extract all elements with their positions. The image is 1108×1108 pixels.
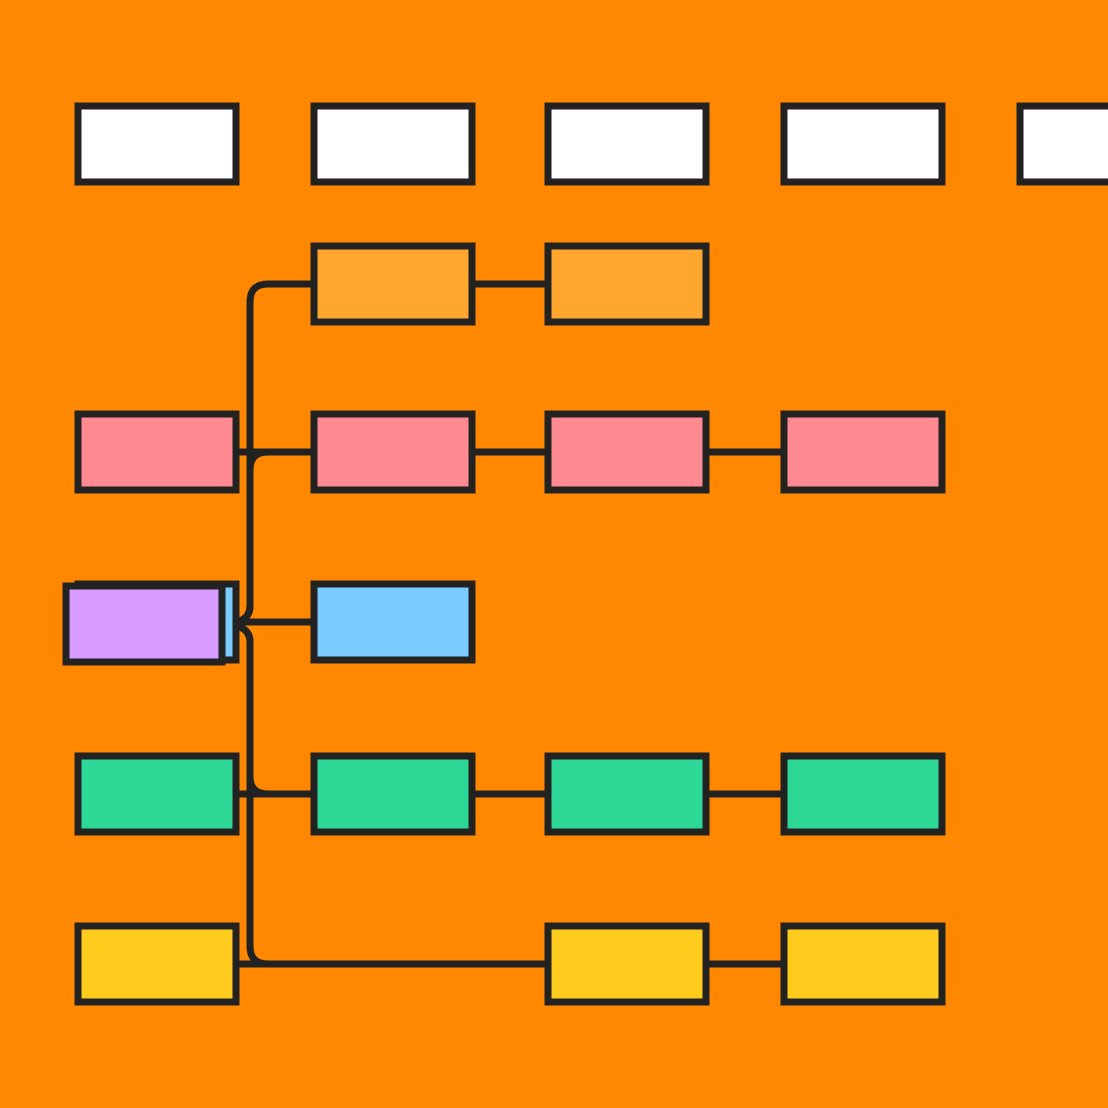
header-box-1 xyxy=(74,102,240,186)
root-node xyxy=(62,582,226,666)
root-group xyxy=(62,582,226,666)
branch-yellow-node-3 xyxy=(780,922,946,1006)
branch-yellow-node-2 xyxy=(544,922,710,1006)
branch-pink-node-3 xyxy=(544,410,710,494)
branch-green-node-1 xyxy=(74,752,240,836)
branch-yellow-node-1 xyxy=(74,922,240,1006)
branch-green-node-4 xyxy=(780,752,946,836)
branch-blue-node-2 xyxy=(310,580,476,664)
header-row xyxy=(74,102,1108,186)
header-box-3 xyxy=(544,102,710,186)
header-box-4 xyxy=(780,102,946,186)
header-box-5 xyxy=(1016,102,1108,186)
branch-rows xyxy=(74,242,946,1006)
branch-orange-node-2 xyxy=(544,242,710,326)
branch-orange-node-1 xyxy=(310,242,476,326)
branch-green-node-2 xyxy=(310,752,476,836)
branch-pink-node-2 xyxy=(310,410,476,494)
header-box-2 xyxy=(310,102,476,186)
branch-pink-node-1 xyxy=(74,410,240,494)
branch-green-node-3 xyxy=(544,752,710,836)
branch-pink-node-4 xyxy=(780,410,946,494)
